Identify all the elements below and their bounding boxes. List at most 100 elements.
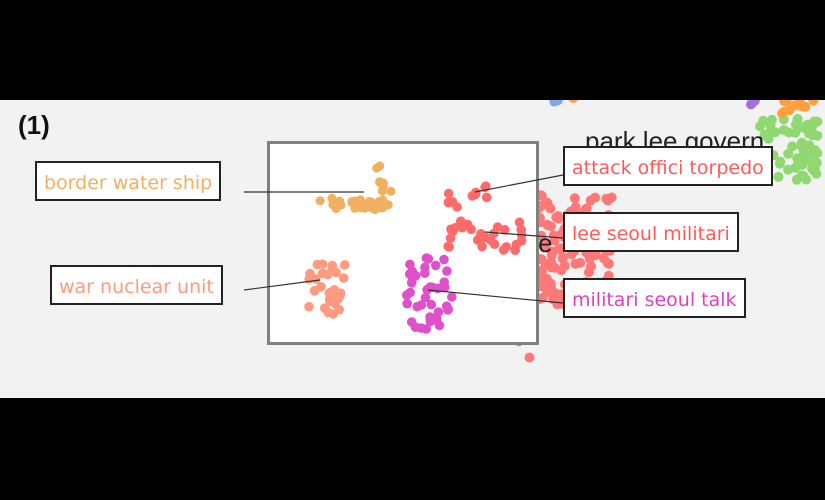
cluster-point-magenta — [402, 298, 412, 309]
background-point — [546, 257, 557, 268]
background-point — [783, 127, 794, 138]
background-point — [539, 238, 550, 249]
background-point — [783, 164, 794, 175]
cluster-point-orange — [383, 200, 393, 210]
background-point — [801, 174, 812, 185]
background-point — [569, 193, 580, 204]
cluster-point-salmon — [340, 260, 350, 270]
background-point — [591, 250, 601, 261]
cluster-point-red — [511, 239, 522, 250]
background-point — [758, 115, 769, 126]
cluster-point-orange — [315, 196, 325, 206]
background-point — [524, 352, 535, 363]
cluster-point-salmon — [331, 267, 341, 278]
background-cluster-fragment: e — [538, 228, 553, 258]
cluster-point-magenta — [405, 259, 415, 270]
cluster-point-magenta — [422, 285, 432, 295]
cluster-point-magenta — [440, 282, 450, 293]
background-point — [545, 203, 556, 214]
cluster-point-magenta — [420, 262, 430, 273]
cluster-point-magenta — [434, 320, 445, 331]
background-point — [797, 151, 808, 162]
cluster-point-salmon — [334, 292, 345, 302]
panel-label: (1) — [18, 110, 50, 140]
cluster-point-red — [452, 202, 462, 212]
background-point — [581, 203, 592, 214]
cluster-point-magenta — [402, 290, 412, 300]
cluster-point-salmon — [304, 301, 314, 312]
background-point — [797, 137, 807, 148]
leader-line-attack — [474, 174, 564, 193]
leader-line-war — [243, 279, 321, 291]
background-point — [553, 213, 564, 224]
leader-lines — [243, 174, 564, 304]
leader-line-lee — [484, 231, 564, 239]
cluster-point-salmon — [327, 260, 338, 271]
cluster-point-magenta — [425, 316, 436, 327]
cluster-point-orange — [375, 177, 384, 187]
background-point — [606, 192, 617, 203]
background-point — [547, 286, 558, 297]
cluster-point-salmon — [325, 287, 335, 298]
background-point — [750, 100, 760, 105]
cluster-point-red — [489, 239, 500, 249]
cluster-point-red — [471, 187, 481, 198]
background-point — [549, 100, 560, 107]
cluster-point-red — [472, 235, 483, 245]
cluster-point-red — [501, 242, 512, 252]
cluster-point-magenta — [407, 273, 418, 283]
background-point — [803, 124, 814, 134]
background-point — [766, 114, 777, 125]
background-point — [781, 100, 792, 106]
cluster-point-red — [500, 225, 510, 235]
background-point — [773, 171, 784, 182]
background-point — [812, 130, 823, 141]
background-point — [812, 116, 823, 127]
background-point — [808, 100, 819, 106]
zoom-scatter — [304, 161, 527, 334]
cluster-point-red — [443, 188, 454, 199]
background-point — [583, 267, 594, 278]
label-attack-offici-torpedo: attack offici torpedo — [563, 146, 773, 186]
background-point — [568, 100, 578, 103]
cluster-point-magenta — [421, 253, 432, 263]
background-point — [770, 127, 781, 138]
background-point — [553, 244, 564, 255]
background-point — [570, 202, 581, 213]
cluster-point-red — [481, 192, 492, 203]
background-point — [783, 148, 794, 159]
background-point — [545, 221, 556, 232]
cluster-point-magenta — [447, 292, 457, 302]
cluster-point-salmon — [338, 273, 349, 283]
cluster-point-magenta — [426, 299, 437, 310]
label-militari-seoul-talk: militari seoul talk — [563, 278, 746, 318]
background-point — [546, 250, 557, 261]
cluster-point-red — [456, 216, 466, 226]
cluster-point-orange — [366, 202, 375, 212]
background-point — [811, 168, 822, 179]
cluster-point-salmon — [322, 269, 333, 280]
label-war-nuclear-unit: war nuclear unit — [50, 265, 223, 305]
cluster-point-salmon — [317, 259, 328, 269]
cluster-point-magenta — [420, 292, 431, 303]
background-point — [791, 174, 802, 185]
label-lee-seoul-militari: lee seoul militari — [563, 212, 739, 252]
cluster-point-red — [443, 197, 454, 208]
cluster-point-orange — [355, 195, 365, 205]
cluster-point-orange — [372, 163, 382, 173]
cluster-point-red — [514, 217, 525, 228]
cluster-point-magenta — [430, 260, 441, 271]
cluster-point-magenta — [443, 304, 454, 315]
cluster-point-magenta — [433, 307, 444, 317]
background-point — [590, 192, 601, 203]
cluster-point-red — [450, 222, 461, 233]
cluster-point-magenta — [416, 300, 427, 310]
cluster-point-salmon — [309, 286, 320, 296]
background-point — [537, 274, 548, 285]
cluster-point-magenta — [439, 254, 449, 265]
background-point — [787, 141, 798, 152]
background-point — [774, 158, 785, 169]
leader-line-militari — [427, 289, 564, 304]
cluster-point-red — [443, 241, 453, 252]
background-point — [777, 108, 788, 119]
